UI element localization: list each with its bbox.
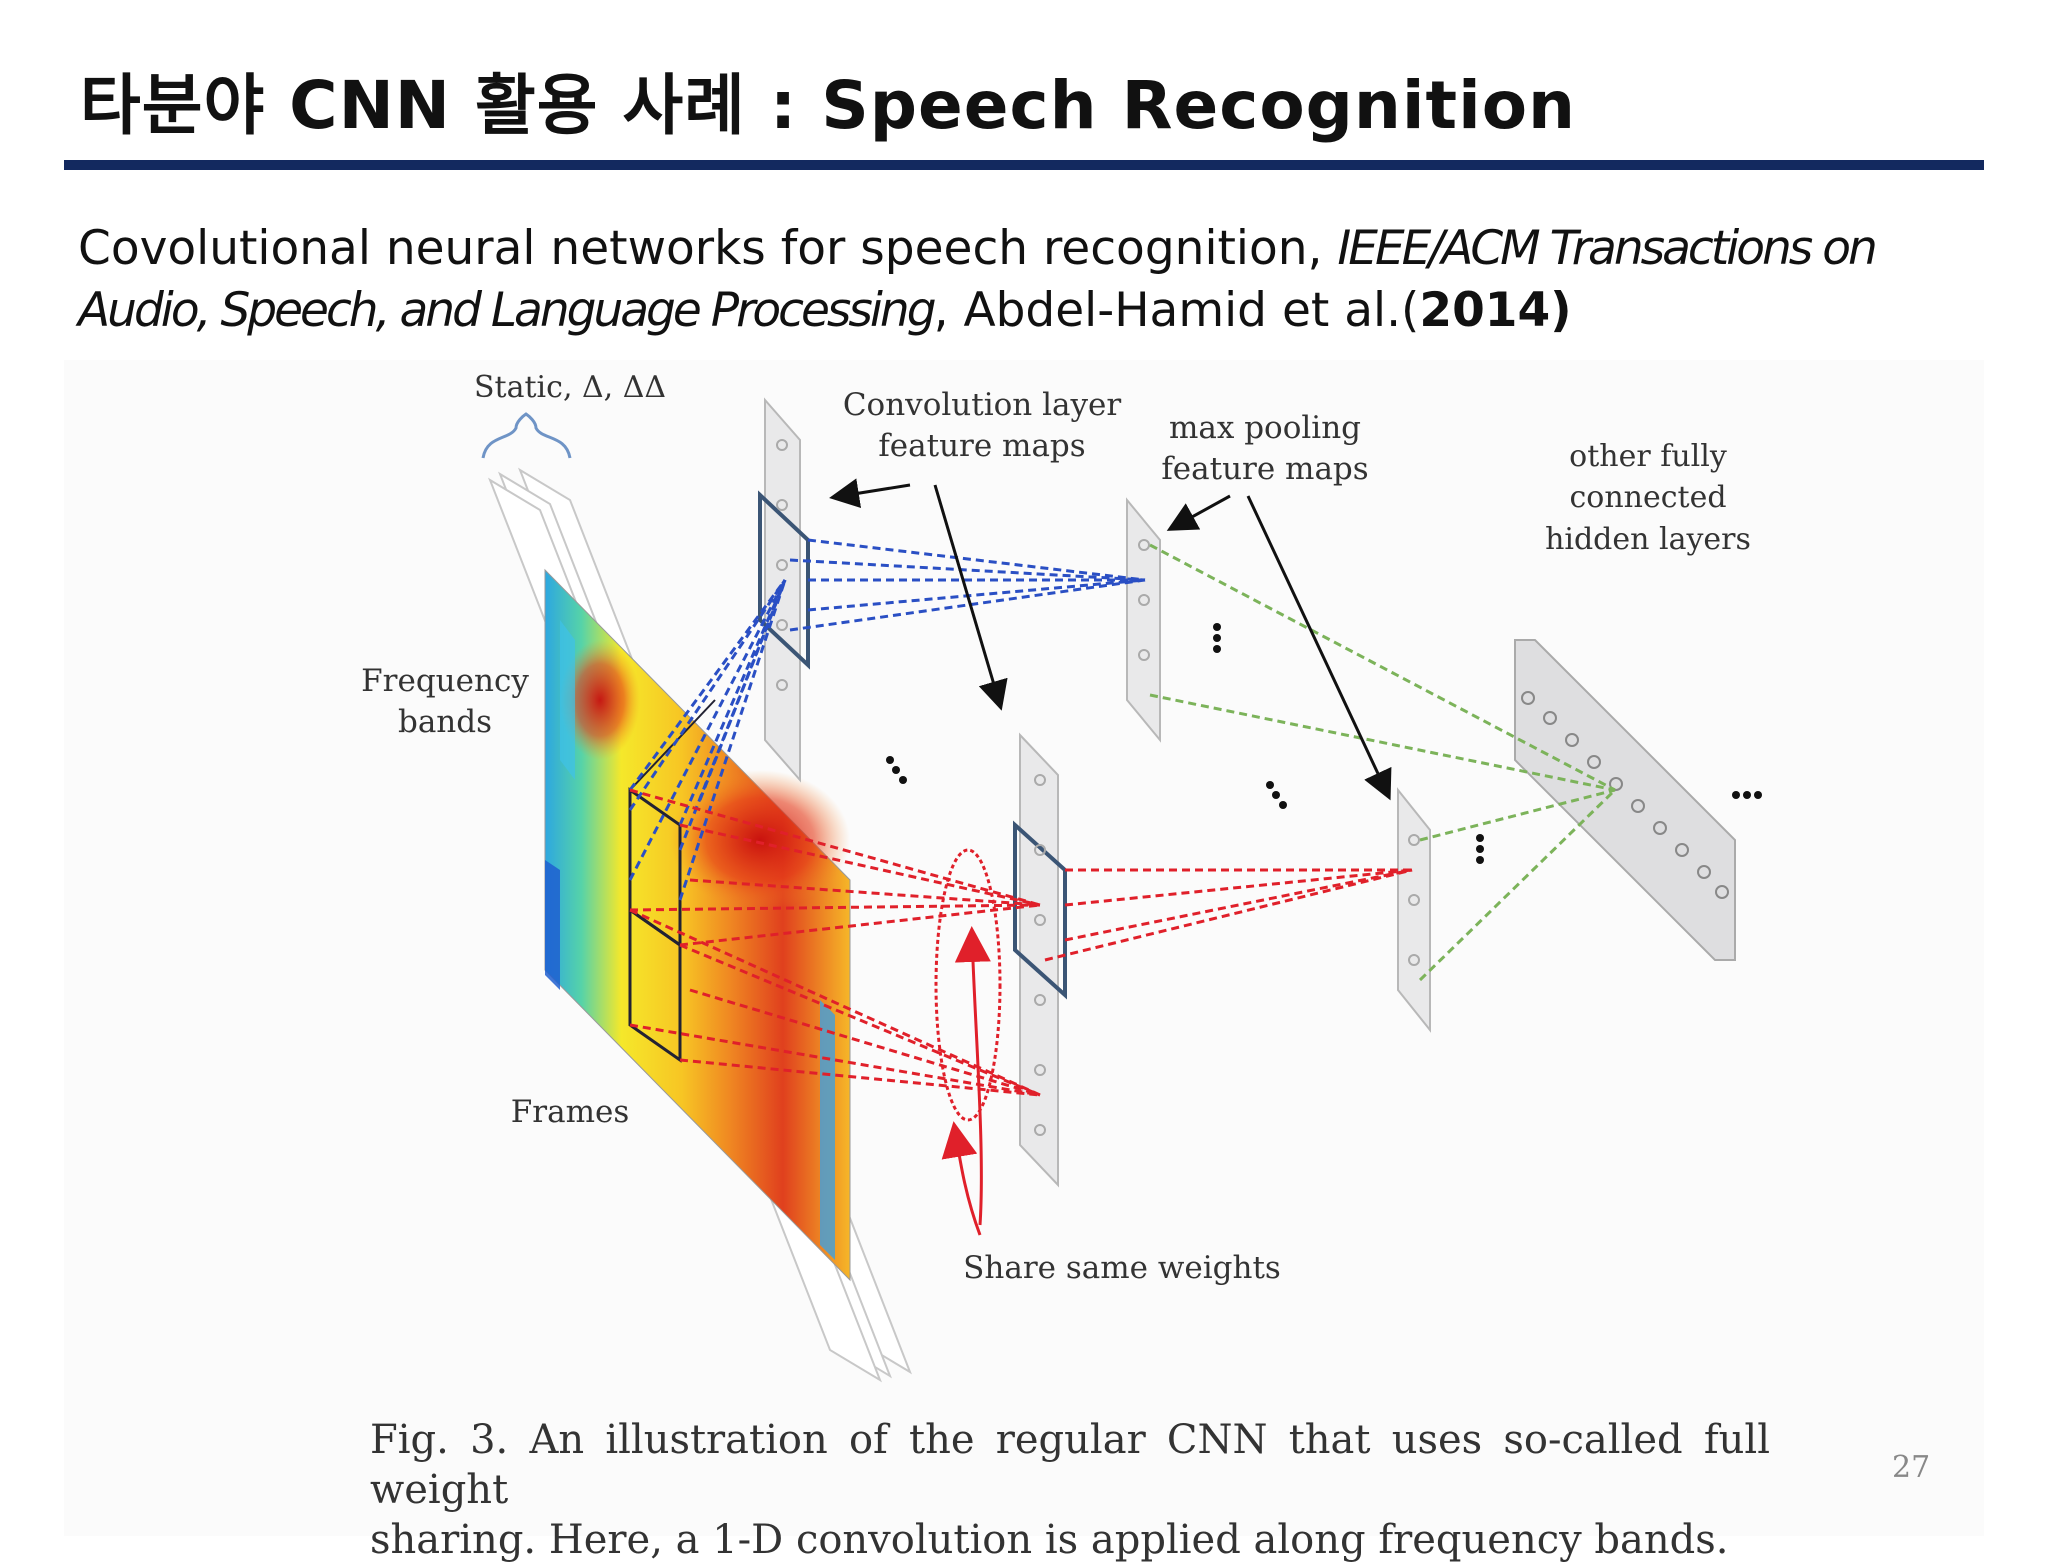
title-rule [64, 160, 1984, 170]
static-label: Static, Δ, ΔΔ [474, 370, 666, 405]
fully-connected-layer [1514, 639, 1736, 961]
pooling-feature-map-upper [1126, 497, 1161, 743]
conv-layer-label-line1: Convolution layer [843, 387, 1122, 423]
citation-authors: , Abdel-Hamid et al.( [933, 283, 1420, 338]
conv-feature-map-lower [1013, 732, 1067, 1188]
static-brace [481, 412, 572, 459]
share-weights-label: Share same weights [963, 1250, 1281, 1286]
citation: Covolutional neural networks for speech … [78, 218, 1978, 342]
figure-caption-line2: sharing. Here, a 1-D convolution is appl… [370, 1517, 1729, 1563]
conv-label-arrow-down [933, 484, 1008, 711]
red-links [629, 788, 1413, 1097]
pool-label-line2: feature maps [1161, 451, 1368, 487]
citation-year: 2014) [1419, 283, 1572, 338]
green-links [1149, 543, 1617, 982]
shared-weights-arrow-up [954, 926, 991, 1226]
fc-label-line2: connected [1569, 480, 1726, 515]
pool-label-line1: max pooling [1169, 410, 1361, 446]
conv-layer-label-line2: feature maps [878, 428, 1085, 464]
frequency-label-line1: Frequency [361, 663, 529, 699]
figure-caption-line1: Fig. 3. An illustration of the regular C… [370, 1417, 1770, 1513]
ellipsis-dots [886, 623, 1762, 864]
blue-links [628, 538, 1146, 901]
slide-title: 타분야 CNN 활용 사례 : Speech Recognition [80, 67, 1577, 144]
conv-feature-map-upper [758, 397, 810, 783]
citation-text: Covolutional neural networks for speech … [78, 221, 1338, 276]
frequency-label-line2: bands [398, 704, 492, 740]
page-number: 27 [1892, 1450, 1931, 1485]
spectrogram [544, 568, 851, 1282]
figure-caption: Fig. 3. An illustration of the regular C… [370, 1415, 1770, 1565]
conv-label-arrow-left [829, 478, 911, 509]
shared-weights-ellipse [934, 848, 1002, 1122]
receptive-field-edge [629, 699, 716, 791]
citation-journal: IEEE/ACM Transactions on Audio, Speech, … [78, 221, 1878, 338]
pool-label-arrow-left [1166, 494, 1231, 531]
frames-label: Frames [511, 1094, 629, 1130]
fc-label-line3: hidden layers [1545, 522, 1751, 557]
pooling-feature-map-lower [1397, 787, 1431, 1033]
pool-label-arrow-down [1246, 495, 1392, 801]
fc-label-line1: other fully [1569, 439, 1727, 474]
shared-weights-arrow-down [941, 1121, 982, 1236]
